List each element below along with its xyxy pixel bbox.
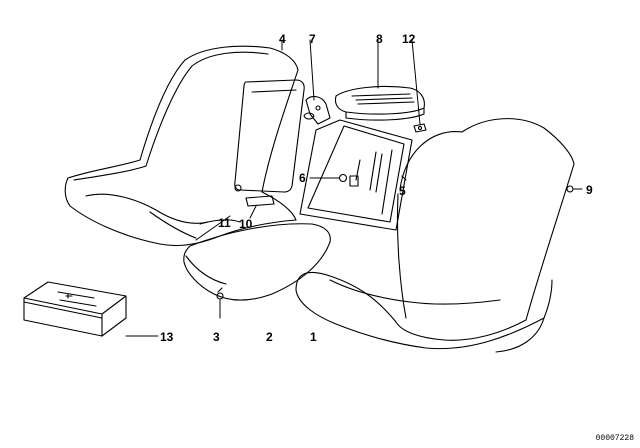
clip xyxy=(234,184,275,207)
callout-6: 6 xyxy=(299,171,306,185)
screw xyxy=(413,123,427,133)
callout-4: 4 xyxy=(279,32,286,46)
callout-2: 2 xyxy=(266,330,273,344)
callout-1: 1 xyxy=(310,330,317,344)
document-id: 00007228 xyxy=(595,434,634,443)
callout-5: 5 xyxy=(399,184,406,198)
callout-11: 11 xyxy=(218,216,231,230)
callout-8: 8 xyxy=(376,32,383,46)
callout-9: 9 xyxy=(586,183,593,197)
hinge-bracket xyxy=(303,95,331,125)
right-seat xyxy=(295,118,575,353)
left-seat-backrest xyxy=(64,45,299,247)
screw-9 xyxy=(566,185,574,193)
screw-3 xyxy=(216,287,224,300)
armrest-frame xyxy=(299,119,413,231)
callout-7: 7 xyxy=(309,32,316,46)
first-aid-box xyxy=(23,281,127,337)
callout-3: 3 xyxy=(213,330,220,344)
backrest-panel xyxy=(234,79,305,193)
armrest-top xyxy=(334,85,425,121)
leader-lines xyxy=(125,39,583,337)
screw-6 xyxy=(329,173,348,183)
callout-10: 10 xyxy=(239,217,253,231)
seat-cushion xyxy=(183,223,331,301)
callout-12: 12 xyxy=(402,32,416,46)
callout-13: 13 xyxy=(160,330,174,344)
